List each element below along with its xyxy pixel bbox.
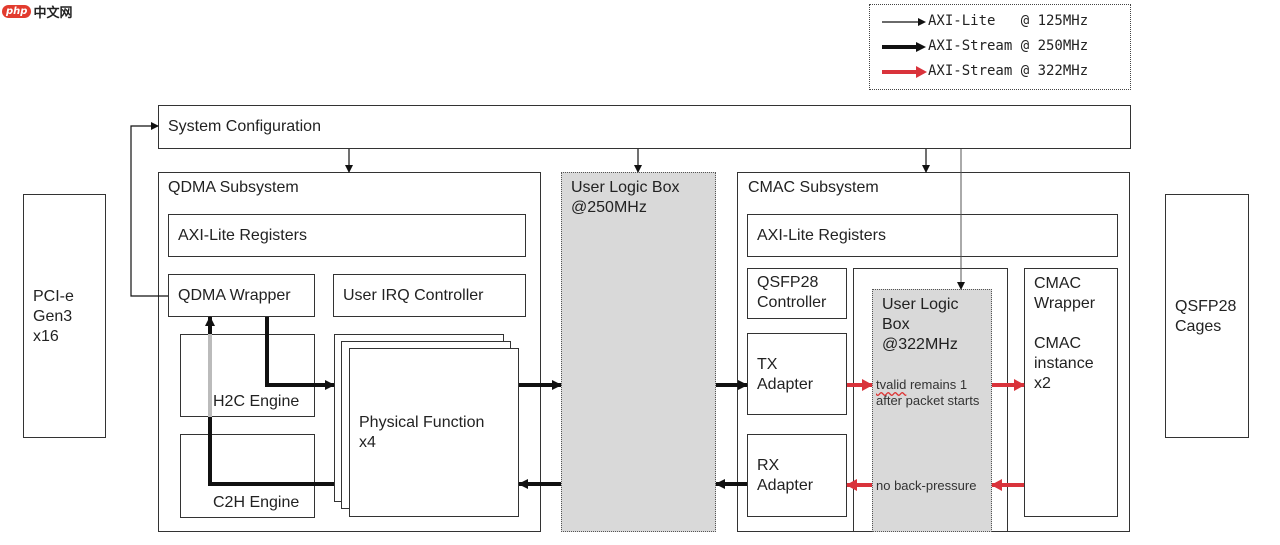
qdma-axi-lite-label: AXI-Lite Registers <box>178 227 307 244</box>
c2h-engine: C2H Engine <box>180 434 315 518</box>
legend-label: AXI-Stream @ 250MHz <box>928 38 1089 54</box>
tx-note: tvalid remains 1 after packet starts <box>876 377 979 409</box>
cmac-wrapper: CMAC Wrapper CMAC instance x2 <box>1024 268 1118 517</box>
h2c-engine-label: H2C Engine <box>213 393 300 410</box>
cmac-instance-label: CMAC instance x2 <box>1034 335 1094 392</box>
tx-adapter: TX Adapter <box>747 333 847 415</box>
user-logic-250-label: User Logic Box @250MHz <box>571 179 680 216</box>
cmac-axi-lite-label: AXI-Lite Registers <box>757 227 886 244</box>
qsfp-cages-block: QSFP28 Cages <box>1165 194 1249 438</box>
physical-function: Physical Function x4 <box>349 348 519 517</box>
c2h-engine-label: C2H Engine <box>213 494 300 511</box>
watermark-logo: php 中文网 <box>2 2 72 21</box>
user-logic-box-250: User Logic Box @250MHz <box>561 172 716 532</box>
qsfp-cages-label: QSFP28 Cages <box>1175 298 1237 335</box>
rx-adapter-label: RX Adapter <box>757 457 814 494</box>
cmac-wrapper-label: CMAC Wrapper <box>1034 275 1096 312</box>
h2c-engine: H2C Engine <box>180 334 315 417</box>
legend-item-axi-lite: AXI-Lite @ 125MHz <box>870 11 1130 33</box>
legend-item-axi-stream-322: AXI-Stream @ 322MHz <box>870 61 1130 83</box>
pcie-label: PCI-e Gen3 x16 <box>33 288 74 345</box>
qsfp28-controller-label: QSFP28 Controller <box>757 274 827 311</box>
legend-label: AXI-Stream @ 322MHz <box>928 63 1089 79</box>
thick-black-arrow-icon <box>882 42 926 52</box>
qsfp28-controller: QSFP28 Controller <box>747 268 847 319</box>
rx-note: no back-pressure <box>876 478 977 493</box>
user-logic-box-322: User Logic Box @322MHz tvalid remains 1 … <box>872 289 992 532</box>
cmac-subsystem-title: CMAC Subsystem <box>748 179 879 196</box>
qdma-wrapper: QDMA Wrapper <box>168 274 315 317</box>
cmac-axi-lite-registers: AXI-Lite Registers <box>747 214 1118 257</box>
user-irq-controller: User IRQ Controller <box>333 274 526 317</box>
tx-note-keyword: tvalid <box>876 377 907 392</box>
physical-function-label: Physical Function x4 <box>359 414 485 451</box>
legend-label: AXI-Lite @ 125MHz <box>928 13 1089 29</box>
php-logo-icon: php <box>2 5 32 18</box>
user-irq-controller-label: User IRQ Controller <box>343 287 484 304</box>
qdma-wrapper-label: QDMA Wrapper <box>178 287 291 304</box>
watermark-text: 中文网 <box>33 5 73 20</box>
qdma-axi-lite-registers: AXI-Lite Registers <box>168 214 526 257</box>
rx-adapter: RX Adapter <box>747 434 847 517</box>
tx-adapter-label: TX Adapter <box>757 356 814 393</box>
thick-red-arrow-icon <box>882 66 927 78</box>
legend-item-axi-stream-250: AXI-Stream @ 250MHz <box>870 36 1130 58</box>
pcie-block: PCI-e Gen3 x16 <box>23 194 106 438</box>
system-configuration-label: System Configuration <box>168 118 321 135</box>
user-logic-322-label: User Logic Box @322MHz <box>882 296 959 353</box>
qdma-subsystem-title: QDMA Subsystem <box>168 179 299 196</box>
legend: AXI-Lite @ 125MHz AXI-Stream @ 250MHz AX… <box>869 4 1131 90</box>
tx-note-text: remains 1 after packet starts <box>876 377 980 408</box>
system-configuration-block: System Configuration <box>158 105 1131 149</box>
thin-arrow-icon <box>882 18 926 26</box>
